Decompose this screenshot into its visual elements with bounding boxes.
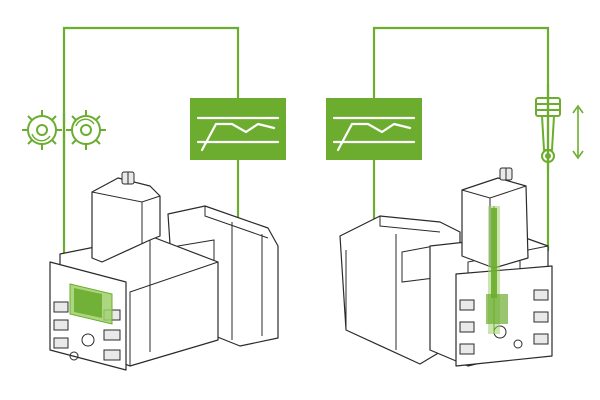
left-gear-pump-highlight	[69, 283, 113, 325]
right-pressure-curve-badge	[326, 98, 422, 160]
right-melter-unit	[339, 167, 553, 367]
gear-left-icon	[22, 110, 62, 150]
pressure-curve-icon	[332, 116, 416, 152]
left-connector-wires	[62, 26, 240, 256]
left-pressure-curve-badge	[190, 98, 286, 160]
gear-right-icon	[66, 110, 106, 150]
left-melter-unit	[49, 171, 279, 371]
piston-icon	[535, 97, 561, 163]
gears-icon	[22, 110, 106, 150]
right-piston-highlight	[486, 206, 508, 334]
pressure-curve-icon	[196, 116, 280, 152]
stroke-arrow-icon	[572, 104, 584, 160]
